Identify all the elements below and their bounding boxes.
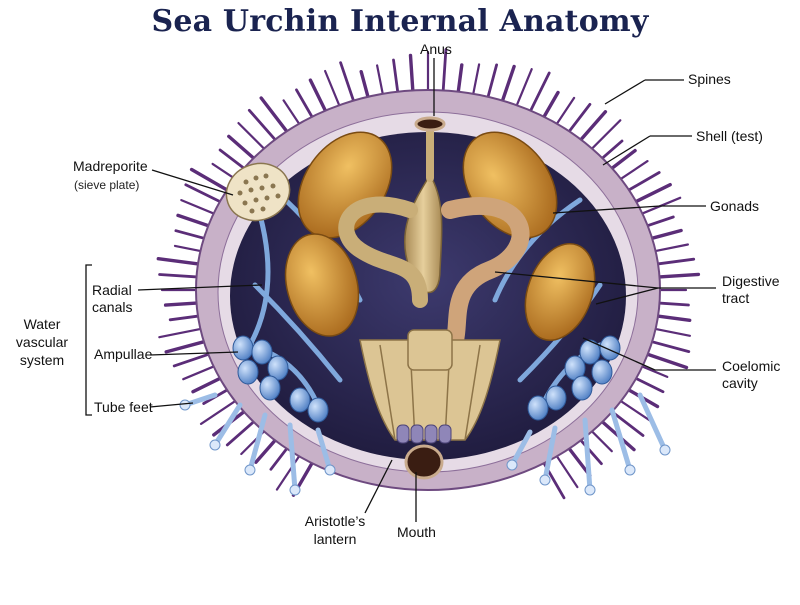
ampulla: [571, 375, 593, 401]
spine: [586, 119, 622, 154]
tube-foot: [212, 402, 243, 448]
spine: [339, 61, 357, 108]
ampulla: [545, 385, 567, 411]
spine: [552, 450, 579, 489]
gonad-right: [524, 243, 596, 341]
label-water-vascular-line2: vascular: [15, 334, 69, 350]
tube-foot-tip: [179, 399, 191, 411]
diagram-title: Sea Urchin Internal Anatomy: [151, 4, 649, 39]
spine: [640, 350, 689, 370]
spine: [575, 110, 608, 146]
label-digestive-line1: Digestive: [722, 273, 780, 289]
spine: [539, 456, 566, 500]
ampulla: [599, 335, 621, 361]
label-gonads: Gonads: [710, 198, 760, 214]
ampulla: [579, 339, 601, 365]
label-spines: Spines: [688, 71, 731, 87]
tube-foot: [247, 412, 268, 473]
leader-lines: [85, 58, 716, 522]
spine: [324, 69, 343, 112]
spine: [635, 196, 682, 217]
spine: [189, 167, 235, 195]
tube-foot: [315, 427, 333, 473]
spine: [259, 96, 293, 138]
ampulla: [251, 339, 273, 365]
tube-foot-tip: [324, 464, 336, 476]
label-water-vascular-line1: Water: [23, 316, 61, 332]
tube-foot: [582, 417, 593, 493]
label-anus: Anus: [420, 41, 452, 57]
spine: [199, 396, 242, 425]
spine: [164, 338, 212, 354]
spine: [629, 182, 672, 206]
tube-foot: [509, 429, 533, 468]
gonad-left: [284, 233, 360, 337]
ampulla: [527, 395, 549, 421]
label-radial-canals-line2: canals: [92, 299, 133, 315]
ampulla: [232, 335, 254, 361]
spine: [513, 68, 533, 112]
anus-opening: [414, 116, 446, 132]
tube-foot-tip: [584, 484, 596, 496]
spine: [158, 273, 204, 279]
ampullae-group: [232, 335, 621, 423]
tube-foot-tip: [244, 464, 256, 476]
label-coelomic-line2: cavity: [722, 375, 758, 391]
label-madreporite: Madreporite: [73, 158, 148, 174]
label-mouth: Mouth: [397, 524, 436, 540]
ampulla: [237, 359, 259, 385]
label-aristotles-lantern-line1: Aristotle’s: [304, 513, 366, 529]
ampulla: [289, 387, 311, 413]
label-digestive-line2: tract: [722, 290, 750, 306]
aristotles-lantern: [359, 329, 501, 441]
spine: [644, 338, 691, 354]
tube-foot-tip: [506, 459, 518, 471]
tube-foot-tip: [539, 474, 551, 486]
tube-foot: [287, 422, 298, 493]
mouth-opening: [404, 444, 444, 480]
label-sieve-plate: (sieve plate): [74, 178, 140, 192]
spine: [441, 48, 448, 98]
label-shell: Shell (test): [696, 128, 763, 144]
tube-foot-tip: [624, 464, 636, 476]
spine: [184, 183, 227, 206]
spine: [172, 350, 216, 368]
spine: [158, 326, 208, 339]
spine: [275, 450, 304, 491]
spine: [526, 71, 551, 118]
tube-foot: [637, 392, 668, 453]
spine: [237, 121, 270, 154]
digestive-tract: [338, 126, 530, 349]
spine: [247, 108, 281, 146]
label-coelomic-line1: Coelomic: [722, 358, 781, 374]
spine: [596, 416, 636, 452]
label-radial-canals-line1: Radial: [92, 282, 132, 298]
tube-foot: [542, 425, 558, 483]
lantern-teeth: [396, 424, 452, 444]
ampulla: [591, 359, 613, 385]
tube-foot-tip: [289, 484, 301, 496]
label-aristotles-lantern-line2: lantern: [313, 531, 357, 547]
tube-foot: [609, 407, 633, 473]
madreporite: [225, 162, 291, 222]
ampulla: [259, 375, 281, 401]
spine: [156, 257, 206, 267]
label-water-vascular-line3: system: [19, 352, 65, 368]
tube-foot-tip: [209, 439, 221, 451]
ampulla: [307, 397, 329, 423]
tube-foot-tip: [659, 444, 671, 456]
label-ampullae: Ampullae: [94, 346, 153, 362]
spine: [651, 272, 701, 279]
label-tube-feet: Tube feet: [94, 399, 153, 415]
